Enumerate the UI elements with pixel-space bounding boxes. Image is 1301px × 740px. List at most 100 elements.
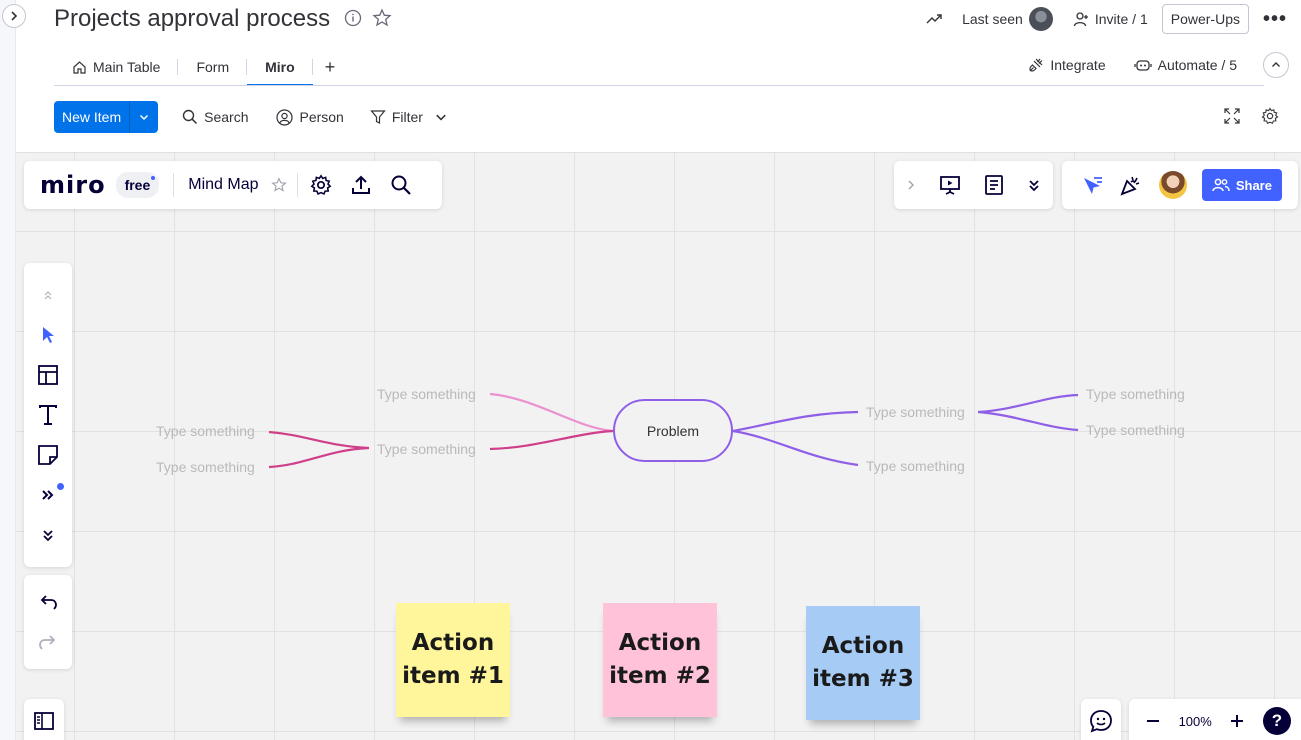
info-icon[interactable] — [344, 9, 362, 27]
mindmap-connectors — [268, 392, 1079, 469]
help-button[interactable]: ? — [1262, 707, 1291, 735]
redo-icon — [39, 635, 56, 650]
star-icon[interactable] — [270, 177, 287, 193]
activity-button[interactable] — [916, 13, 952, 25]
tabs-divider — [54, 85, 1264, 86]
mindmap-node[interactable]: Type something — [377, 441, 476, 457]
select-tool[interactable] — [24, 315, 72, 355]
upload-icon[interactable] — [350, 174, 372, 196]
miro-board-canvas[interactable]: Problem Type something Type something Ty… — [16, 152, 1301, 740]
zoom-level[interactable]: 100% — [1178, 713, 1212, 729]
invite-button[interactable]: Invite / 1 — [1063, 11, 1158, 27]
board-title[interactable]: Projects approval process — [54, 5, 331, 32]
text-tool[interactable] — [24, 395, 72, 435]
miro-board-name[interactable]: Mind Map — [188, 176, 259, 193]
gear-icon[interactable] — [310, 174, 332, 196]
sticky-note[interactable]: Action item #3 — [806, 606, 920, 720]
creation-toolbar — [24, 263, 72, 567]
presentation-panel — [894, 161, 1053, 209]
chevron-down-icon[interactable] — [435, 111, 447, 123]
presentation-icon[interactable] — [938, 173, 962, 197]
notes-icon[interactable] — [983, 174, 1005, 196]
gear-icon[interactable] — [1261, 107, 1279, 125]
feedback-button[interactable] — [1081, 699, 1121, 740]
celebrate-icon[interactable] — [1119, 173, 1143, 197]
mindmap-root-node[interactable]: Problem — [613, 399, 733, 462]
title-actions — [344, 8, 392, 28]
sticky-line: item #3 — [812, 666, 914, 692]
divider — [173, 173, 175, 197]
automate-button[interactable]: Automate / 5 — [1120, 57, 1251, 73]
template-icon — [38, 365, 58, 385]
cursor-reactions-icon[interactable] — [1080, 174, 1104, 196]
undo-button[interactable] — [24, 582, 72, 622]
zoom-in-icon[interactable] — [1229, 713, 1245, 729]
more-options-button[interactable]: ••• — [1262, 7, 1287, 30]
board-header: Projects approval process Last seen Invi… — [16, 0, 1301, 152]
power-ups-button[interactable]: Power-Ups — [1161, 4, 1249, 34]
plan-badge-label: free — [124, 177, 151, 193]
miro-logo[interactable]: miro — [40, 171, 106, 199]
mindmap-node[interactable]: Type something — [1086, 386, 1185, 402]
person-icon — [276, 108, 294, 126]
sticky-note-tool[interactable] — [24, 435, 72, 475]
mindmap-node[interactable]: Type something — [866, 404, 965, 420]
filter-button[interactable]: Filter — [358, 109, 459, 125]
expand-toolbar[interactable] — [24, 515, 72, 555]
chevron-right-icon[interactable] — [906, 179, 916, 191]
smiley-chat-icon — [1090, 710, 1112, 733]
left-collapsed-strip — [0, 0, 16, 740]
zoom-controls: 100% ? — [1129, 699, 1301, 740]
new-item-button[interactable]: New Item — [54, 101, 159, 133]
search-button[interactable]: Search — [170, 109, 260, 125]
tab-label: Main Table — [93, 59, 161, 75]
collaboration-panel: Share — [1062, 161, 1298, 209]
share-button[interactable]: Share — [1201, 169, 1282, 201]
mindmap-node[interactable]: Type something — [377, 386, 476, 402]
notification-dot — [57, 483, 64, 490]
zoom-out-icon[interactable] — [1145, 713, 1161, 729]
fullscreen-icon[interactable] — [1223, 107, 1241, 125]
header-actions: Last seen Invite / 1 Power-Ups ••• — [916, 3, 1301, 35]
plan-badge[interactable]: free — [115, 172, 160, 198]
view-tabs: Main Table Form Miro + — [54, 48, 347, 86]
person-label: Person — [299, 109, 344, 125]
mindmap-node[interactable]: Type something — [156, 423, 255, 439]
tab-miro[interactable]: Miro — [247, 48, 313, 86]
redo-button[interactable] — [24, 622, 72, 662]
tab-form[interactable]: Form — [178, 48, 247, 86]
expand-sidebar-button[interactable] — [2, 4, 26, 28]
tab-main-table[interactable]: Main Table — [54, 48, 179, 86]
new-item-dropdown[interactable] — [130, 101, 158, 133]
share-label: Share — [1235, 177, 1272, 193]
last-seen-button[interactable]: Last seen — [952, 7, 1063, 31]
cursor-icon — [43, 327, 54, 343]
collapse-header-button[interactable] — [1263, 52, 1289, 78]
help-icon: ? — [1271, 711, 1283, 730]
mindmap-node[interactable]: Type something — [866, 458, 965, 474]
chevron-double-down-icon — [43, 530, 53, 542]
sticky-note-icon — [38, 445, 58, 465]
toolbar-collapse-up[interactable] — [24, 275, 72, 315]
mindmap-node[interactable]: Type something — [156, 459, 255, 475]
person-filter-button[interactable]: Person — [264, 108, 355, 126]
sticky-line: Action — [618, 630, 702, 656]
chevron-up-icon — [1272, 62, 1280, 67]
templates-tool[interactable] — [24, 355, 72, 395]
plug-icon — [1029, 58, 1043, 72]
star-icon[interactable] — [372, 8, 392, 28]
tab-label: Miro — [265, 59, 295, 75]
integrate-button[interactable]: Integrate — [1014, 57, 1119, 73]
search-icon — [182, 109, 198, 125]
mindmap-node[interactable]: Type something — [1086, 422, 1185, 438]
add-view-button[interactable]: + — [324, 56, 336, 77]
sticky-line: Action — [821, 633, 905, 659]
search-icon[interactable] — [390, 174, 412, 196]
avatar[interactable] — [1158, 171, 1187, 199]
more-tools[interactable] — [24, 475, 72, 515]
new-item-label: New Item — [54, 101, 131, 133]
chevron-double-down-icon[interactable] — [1027, 178, 1041, 192]
frames-panel-button[interactable] — [24, 699, 64, 740]
